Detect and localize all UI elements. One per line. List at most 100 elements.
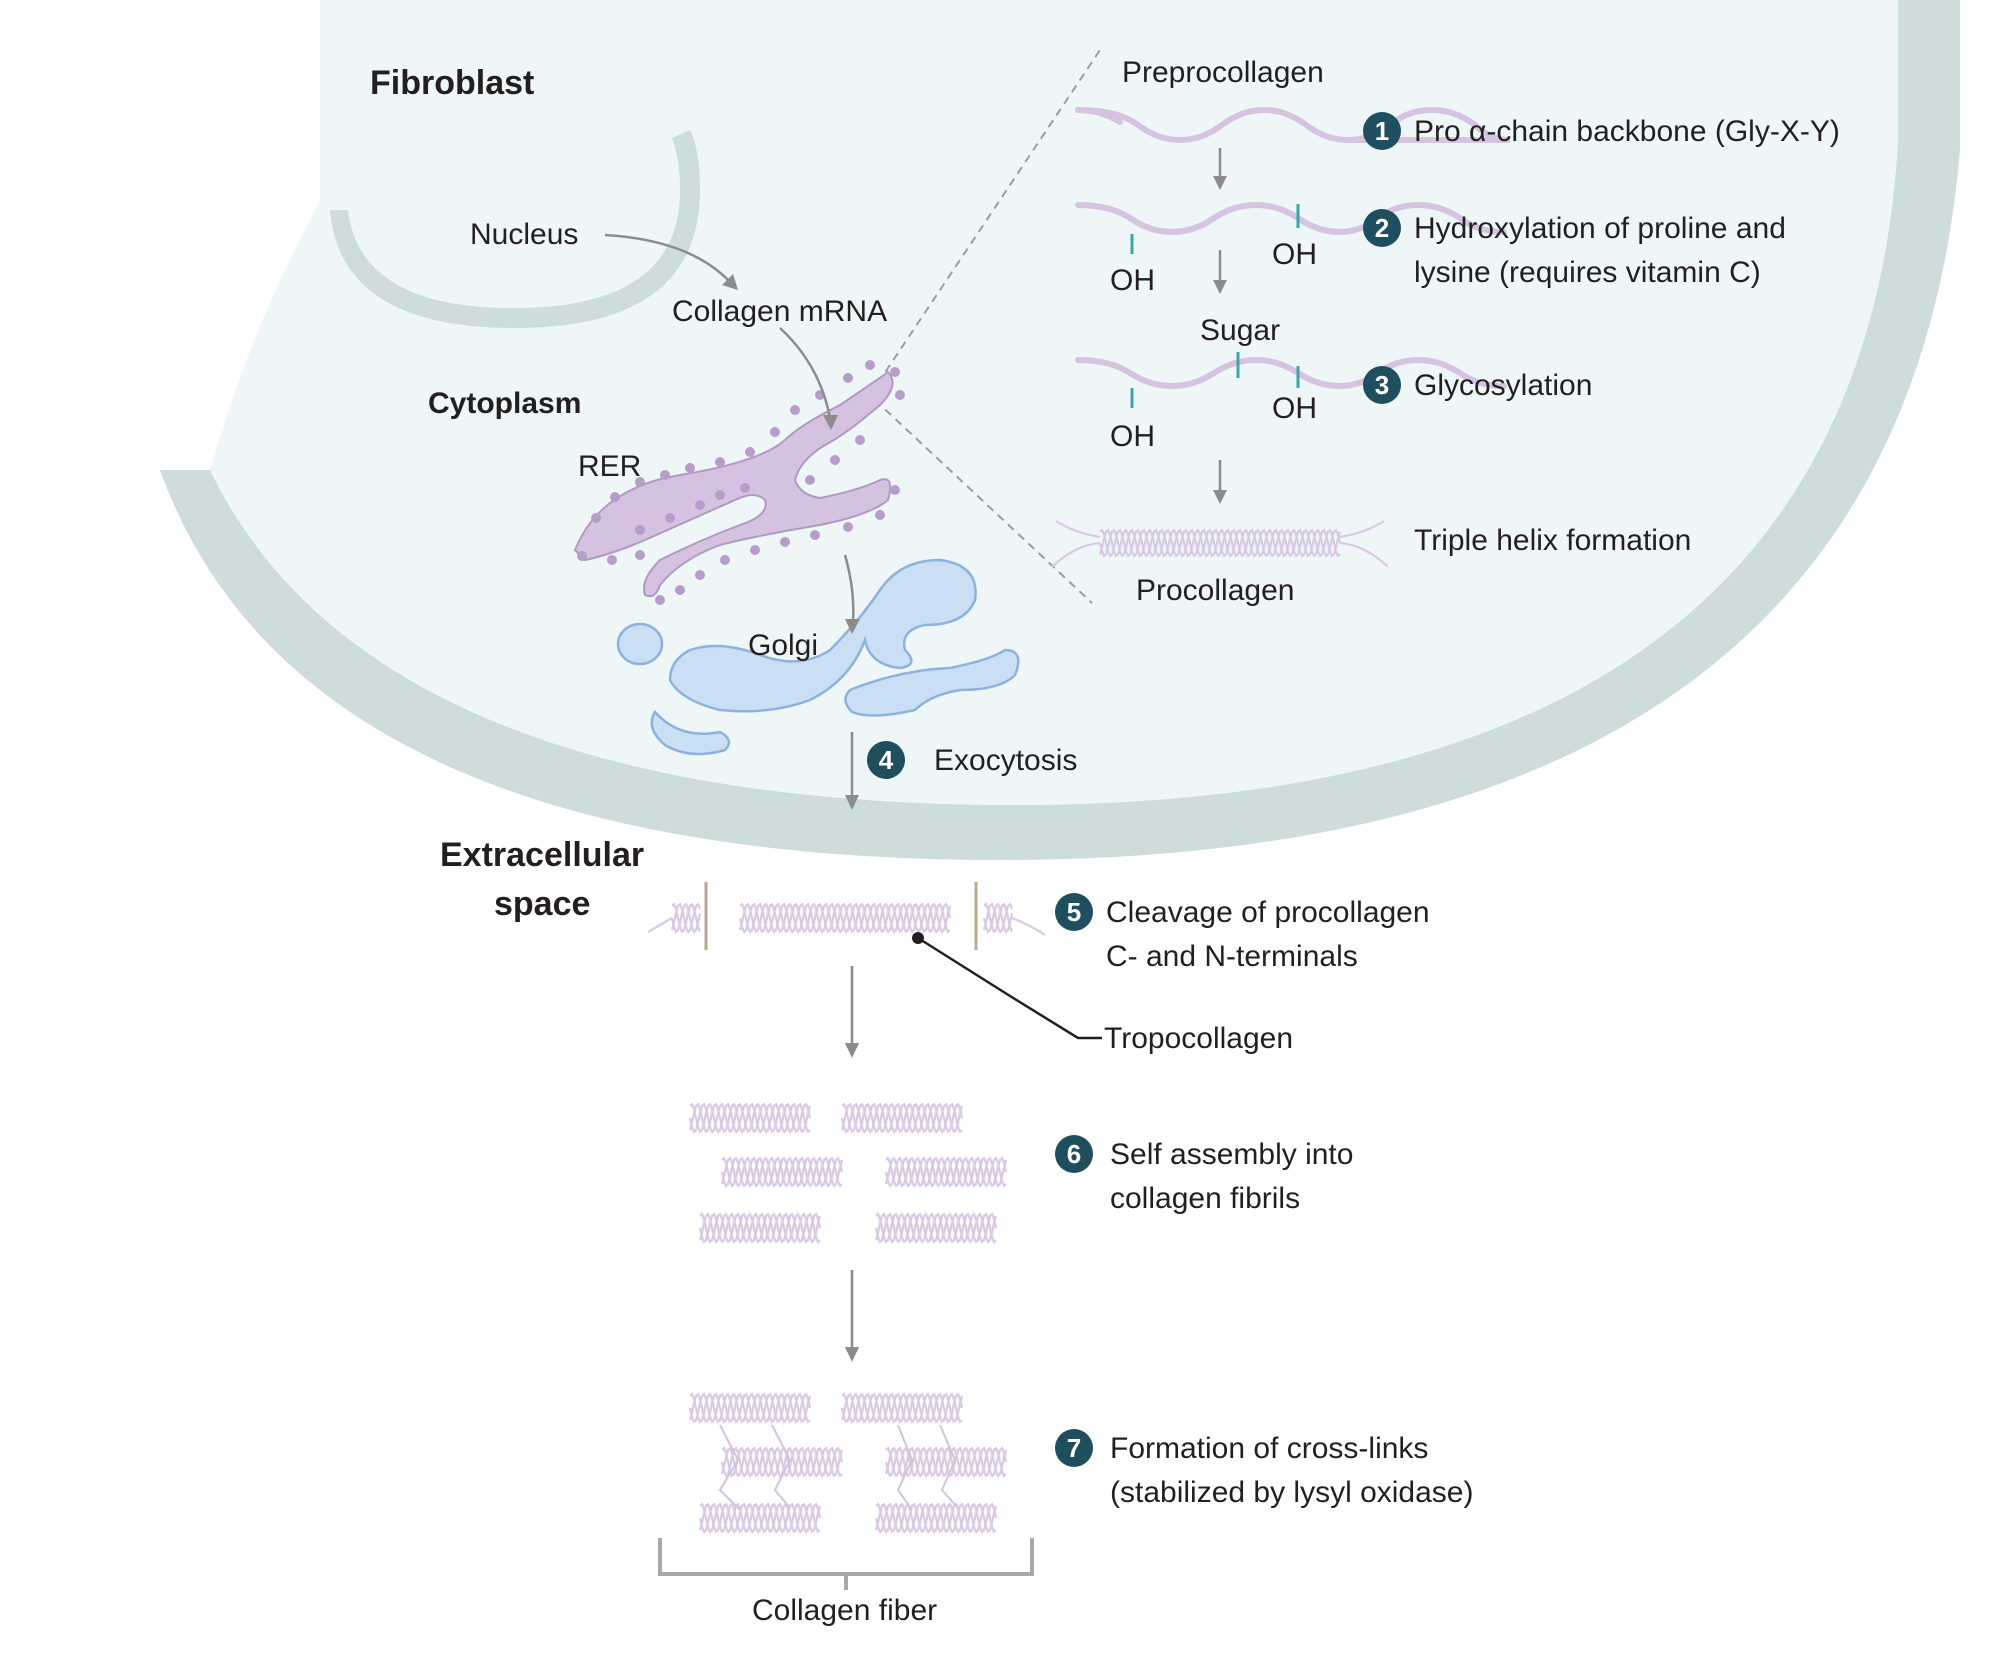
pro-alpha-chain-strand-tail [1075,107,1123,125]
tropocollagen-helix [738,902,952,934]
collagen-mrna-label: Collagen mRNA [672,295,887,328]
golgi-label: Golgi [748,629,818,662]
step-2-badge [1363,209,1401,247]
cross-linked-fiber [688,1392,1008,1534]
golgi-organelle [616,558,1020,756]
fiber-bundle-4 [884,1446,1008,1478]
step-1-badge [1363,112,1401,150]
step-2-text-line-1: Hydroxylation of proline and [1414,212,1786,245]
step-4-number: 4 [879,745,894,775]
nucleus-to-mrna-arrowhead [722,274,738,290]
step-6-badge [1055,1135,1093,1173]
tropocollagen-label: Tropocollagen [1104,1022,1293,1055]
sugar-label: Sugar [1200,314,1280,347]
fiber-bundle-3-strand-3 [721,1446,843,1478]
step-6: 6 Self assembly into collagen fibrils [1055,1135,1353,1215]
procollagen-helix-tail-right [1339,541,1389,568]
fiber-bundle-1 [688,1392,812,1424]
step-5-text-line-1: Cleavage of procollagen [1106,896,1430,929]
fiber-bundle-5-strand-2 [698,1502,822,1534]
fibril-1-strand-2 [688,1102,812,1134]
step-7-text-line-1: Formation of cross-links [1110,1432,1428,1465]
procollagen-helix-strand-3 [1099,528,1342,558]
step-3-number: 3 [1375,370,1389,400]
cleaved-c-fragment [982,902,1014,934]
nucleus-to-mrna-arrow [604,233,731,283]
fiber-bundle-2-strand-2 [840,1392,964,1424]
cleaved-c-tail [1011,916,1046,936]
exocytosis-arrowhead [845,795,859,810]
cleaved-n-tail [647,917,673,933]
oh-label-step2-left: OH [1110,264,1155,297]
fibril-6-strand-3 [875,1212,997,1244]
fiber-bundle-6-strand-3 [875,1502,997,1534]
procollagen-helix-strand-1 [1098,528,1341,558]
step-6-text-line-1: Self assembly into [1110,1138,1353,1171]
cleaved-c-fragment-strand-1 [982,902,1014,934]
pro-alpha-chain-strand [1075,106,1511,144]
rer-to-golgi-arrow [843,554,855,623]
fibril-5-strand-3 [699,1212,821,1244]
fibroblast-label: Fibroblast [370,64,534,102]
cleaved-n-fragment-strand-3 [671,902,702,934]
step5-to-step6-arrowhead [845,1043,859,1058]
fiber-bundle-1-strand-2 [688,1392,812,1424]
cleaved-n-fragment [670,902,702,934]
collagen-fibrils [688,1102,1008,1244]
step-5-text-line-2: C- and N-terminals [1106,940,1358,973]
step-6-number: 6 [1067,1139,1081,1169]
extracellular-label-line1: Extracellular [440,836,644,874]
procollagen-helix [1051,520,1389,568]
cross-links [718,1424,959,1511]
step3-to-helix-arrowhead [1213,490,1227,504]
step-3-text-line-1: Glycosylation [1414,369,1592,402]
cleaved-c-fragment-strand-3 [983,902,1014,934]
rer-label: RER [578,450,641,483]
nucleus-label: Nucleus [470,218,578,251]
rer-to-golgi-arrowhead [845,619,860,634]
fibril-5-strand-2 [698,1212,822,1244]
fiber-bundle-4-strand-3 [885,1446,1007,1478]
preprocollagen-label: Preprocollagen [1122,56,1324,89]
fibril-2-strand-2 [840,1102,964,1134]
extracellular-label-line2: space [494,885,590,923]
fibril-3 [720,1156,844,1188]
step1-to-step2-arrowhead [1213,176,1227,190]
fiber-bundle-6 [874,1502,998,1534]
fiber-bundle-5 [698,1502,822,1534]
fibril-4-strand-3 [885,1156,1007,1188]
fiber-bundle-6-strand-2 [874,1502,998,1534]
fibril-1 [688,1102,812,1134]
step-7-text-line-2: (stabilized by lysyl oxidase) [1110,1476,1473,1509]
fiber-bundle-1-strand-3 [689,1392,811,1424]
oh-label-step2-right: OH [1272,238,1317,271]
nucleus-interior [348,138,680,309]
tropocollagen-pointer-line [917,936,1102,1040]
collagen-fiber-bracket [658,1538,1034,1576]
fibril-2-strand-3 [841,1102,963,1134]
step-7-badge [1055,1429,1093,1467]
step-4-badge [867,741,905,779]
fibril-6 [874,1212,998,1244]
procollagen-triple-helix [1051,520,1389,568]
step-5-number: 5 [1067,897,1081,927]
fibril-3-strand-3 [721,1156,843,1188]
fibril-4-strand-2 [884,1156,1008,1188]
fiber-bundle-2-strand-3 [841,1392,963,1424]
fibril-1-strand-3 [689,1102,811,1134]
step-6-text-line-2: collagen fibrils [1110,1182,1300,1215]
tropocollagen-cleavage-helix [647,902,1046,936]
step-2-text-line-2: lysine (requires vitamin C) [1414,256,1761,289]
fiber-bundle-3-strand-2 [720,1446,844,1478]
step-1-number: 1 [1375,116,1389,146]
cytoplasm-label: Cytoplasm [428,387,581,420]
fiber-bundle-3 [720,1446,844,1478]
fibril-4 [884,1156,1008,1188]
procollagen-helix-tail-right-2 [1339,520,1385,539]
